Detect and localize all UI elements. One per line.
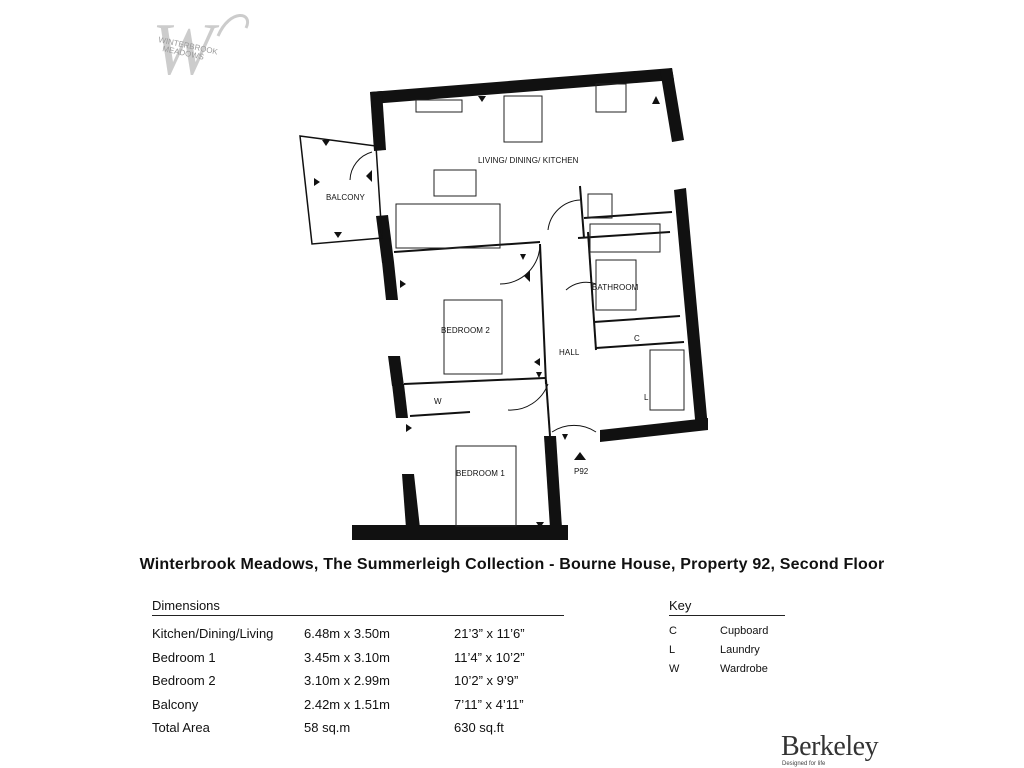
key-legend: Key C Cupboard L Laundry W Wardrobe bbox=[669, 598, 785, 678]
furniture bbox=[395, 83, 685, 527]
room-label-cupboard: C bbox=[634, 334, 640, 343]
winterbrook-meadows-logo: W WINTERBROOK MEADOWS bbox=[152, 9, 250, 78]
entrance-label: P92 bbox=[574, 467, 589, 476]
table-row: Bedroom 2 3.10m x 2.99m 10’2” x 9’9” bbox=[152, 669, 564, 693]
berkeley-logo: Berkeley Designed for life bbox=[781, 731, 891, 768]
dimensions-heading: Dimensions bbox=[152, 598, 564, 616]
dim-metric: 58 sq.m bbox=[304, 720, 351, 736]
dim-metric: 2.42m x 1.51m bbox=[304, 696, 390, 712]
list-item: L Laundry bbox=[669, 640, 785, 659]
room-label-hall: HALL bbox=[559, 348, 580, 357]
dim-metric: 6.48m x 3.50m bbox=[304, 626, 390, 642]
table-row: Balcony 2.42m x 1.51m 7’11” x 4’11” bbox=[152, 693, 564, 717]
dim-room: Bedroom 2 bbox=[152, 673, 216, 689]
room-label-bathroom: BATHROOM bbox=[592, 283, 639, 292]
dim-imperial: 11’4” x 10’2” bbox=[454, 649, 525, 665]
key-label: Laundry bbox=[720, 643, 760, 656]
direction-arrows bbox=[314, 96, 660, 528]
room-label-balcony: BALCONY bbox=[326, 193, 365, 202]
floor-plan: LIVING/ DINING/ KITCHEN BALCONY BATHROOM… bbox=[299, 68, 708, 540]
dim-imperial: 21’3” x 11’6” bbox=[454, 626, 525, 642]
door-swings bbox=[349, 151, 597, 433]
svg-text:W: W bbox=[152, 9, 220, 78]
table-row: Kitchen/Dining/Living 6.48m x 3.50m 21’3… bbox=[152, 622, 564, 646]
dim-metric: 3.45m x 3.10m bbox=[304, 649, 390, 665]
key-label: Cupboard bbox=[720, 624, 769, 637]
room-label-living: LIVING/ DINING/ KITCHEN bbox=[478, 156, 579, 165]
brand-tagline: Designed for life bbox=[782, 761, 826, 767]
list-item: W Wardrobe bbox=[669, 659, 785, 678]
key-abbr: W bbox=[669, 662, 680, 675]
room-label-wardrobe: W bbox=[434, 397, 442, 406]
key-abbr: L bbox=[669, 643, 676, 656]
dimensions-table: Dimensions Kitchen/Dining/Living 6.48m x… bbox=[152, 598, 564, 740]
dim-room: Bedroom 1 bbox=[152, 649, 216, 665]
dim-metric: 3.10m x 2.99m bbox=[304, 673, 390, 689]
dim-room: Total Area bbox=[152, 720, 210, 736]
interior-walls bbox=[393, 185, 685, 437]
exterior-walls bbox=[352, 68, 708, 540]
dim-room: Balcony bbox=[152, 696, 199, 712]
dim-imperial: 630 sq.ft bbox=[454, 720, 504, 736]
room-label-laundry: L bbox=[644, 393, 649, 402]
table-row: Total Area 58 sq.m 630 sq.ft bbox=[152, 716, 564, 740]
dim-imperial: 7’11” x 4’11” bbox=[454, 696, 524, 712]
key-label: Wardrobe bbox=[720, 662, 768, 675]
brand-name: Berkeley bbox=[781, 731, 879, 762]
room-label-bedroom1: BEDROOM 1 bbox=[456, 469, 505, 478]
plan-caption: Winterbrook Meadows, The Summerleigh Col… bbox=[139, 556, 885, 573]
key-abbr: C bbox=[669, 624, 677, 637]
dim-room: Kitchen/Dining/Living bbox=[152, 626, 274, 642]
dim-imperial: 10’2” x 9’9” bbox=[454, 673, 519, 689]
balcony bbox=[299, 135, 383, 245]
room-label-bedroom2: BEDROOM 2 bbox=[441, 326, 490, 335]
list-item: C Cupboard bbox=[669, 621, 785, 640]
table-row: Bedroom 1 3.45m x 3.10m 11’4” x 10’2” bbox=[152, 646, 564, 670]
key-heading: Key bbox=[669, 598, 785, 616]
